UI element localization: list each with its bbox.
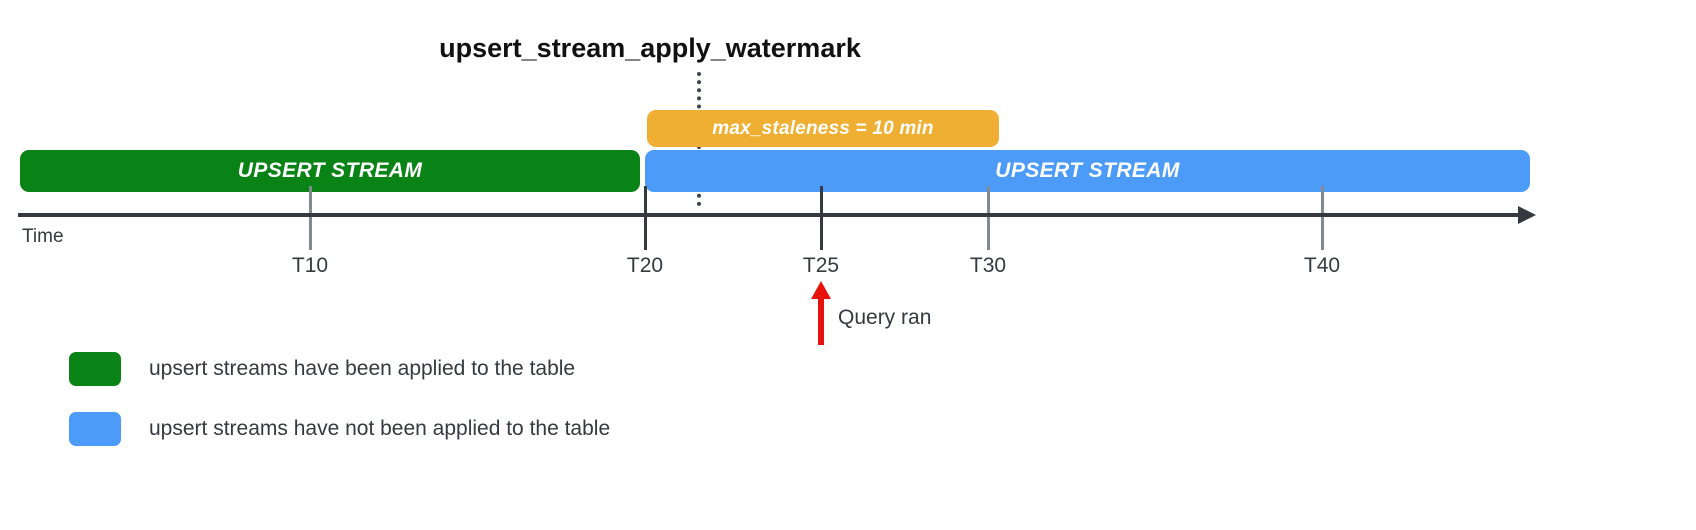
time-axis-arrow-icon: [1518, 206, 1536, 224]
time-axis-label: Time: [22, 226, 64, 247]
axis-tick-label: T30: [969, 254, 1007, 277]
query-ran-arrow-icon: [811, 281, 831, 299]
upsert-stream-not-applied-bar: UPSERT STREAM: [645, 150, 1530, 192]
query-ran-arrow-shaft: [818, 297, 824, 345]
axis-tick-mark: [1321, 186, 1324, 250]
legend-item: upsert streams have been applied to the …: [69, 352, 575, 386]
axis-tick-label: T40: [1303, 254, 1341, 277]
axis-tick-mark: [820, 186, 823, 250]
upsert-stream-applied-bar: UPSERT STREAM: [20, 150, 640, 192]
time-axis-line: [18, 213, 1526, 217]
axis-tick-mark: [309, 186, 312, 250]
axis-tick-label: T25: [802, 254, 840, 277]
query-ran-label: Query ran: [838, 306, 932, 329]
max-staleness-bar: max_staleness = 10 min: [647, 110, 999, 147]
page-title: upsert_stream_apply_watermark: [439, 33, 861, 63]
axis-tick-label: T10: [291, 254, 329, 277]
axis-tick-label: T20: [626, 254, 664, 277]
legend-swatch: [69, 412, 121, 446]
legend-label: upsert streams have been applied to the …: [149, 357, 576, 380]
legend-swatch: [69, 352, 121, 386]
axis-tick-mark: [987, 186, 990, 250]
legend-label: upsert streams have not been applied to …: [149, 417, 611, 440]
axis-tick-mark: [644, 186, 647, 250]
legend-item: upsert streams have not been applied to …: [69, 412, 610, 446]
